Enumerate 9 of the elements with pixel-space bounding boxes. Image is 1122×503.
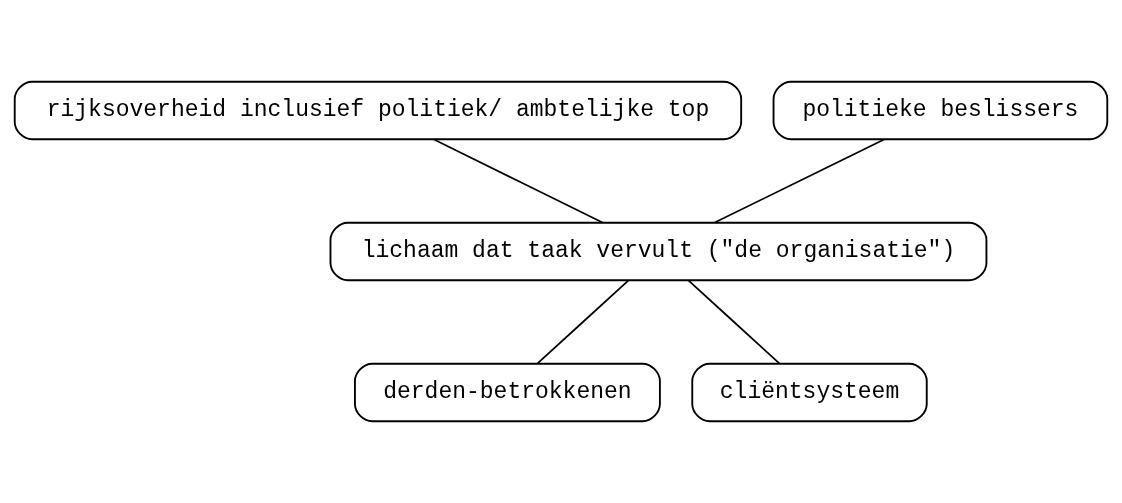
node-box: cliëntsysteem <box>691 362 928 423</box>
connector <box>713 138 885 224</box>
node-box: rijksoverheid inclusief politiek/ ambtelijke top <box>13 80 743 141</box>
connector <box>536 279 630 365</box>
node-box: politieke beslissers <box>772 80 1109 141</box>
connector <box>433 138 604 224</box>
node-box: derden-betrokkenen <box>354 362 661 423</box>
node-box: lichaam dat taak vervult ("de organisatie") <box>329 221 988 282</box>
connector <box>687 279 781 365</box>
